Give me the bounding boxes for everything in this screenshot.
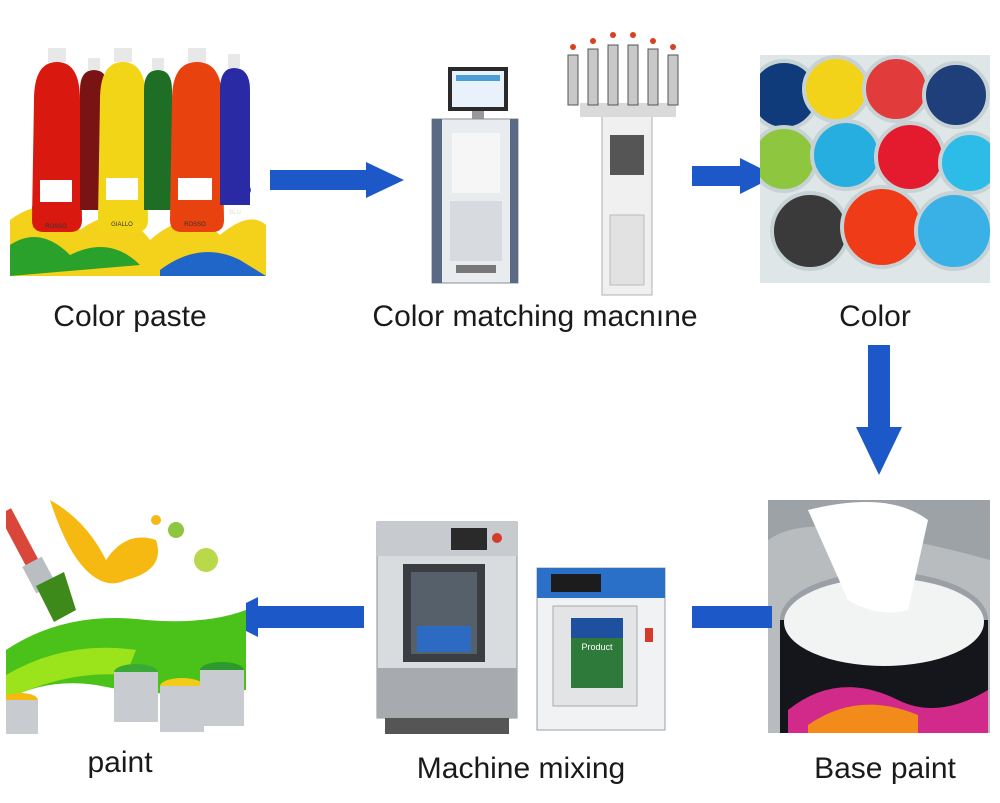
mixing-machines-image: Product (375, 518, 667, 736)
arrow-left-segment-icon (692, 606, 772, 628)
arrow-down-icon (856, 345, 902, 475)
arrow-right-icon (270, 162, 404, 198)
paint-can-icon (160, 678, 204, 732)
color-cups-image (760, 55, 990, 283)
step-label-color-matching-machine: Color matching macnıne (372, 300, 698, 333)
paint-can-icon (200, 662, 244, 726)
orange-bottle-icon (170, 48, 224, 232)
base-paint-can-image (768, 500, 990, 733)
bottle-label: ROSSO (184, 222, 206, 228)
paint-can-icon (114, 664, 158, 722)
bottle-label: GIALLO (111, 222, 133, 228)
can-text: Product (581, 642, 613, 652)
bottle-label: ROSSO (45, 224, 67, 230)
step-label-paint: paint (87, 746, 153, 779)
step-label-machine-mixing: Machine mixing (416, 752, 626, 785)
arrow-right-icon (692, 158, 776, 194)
green-bottle-icon (144, 58, 172, 210)
color-paste-image: ROSSO GIALLO ROSSO BLU (10, 40, 266, 276)
yellow-bottle-icon (98, 48, 148, 232)
blue-bottle-icon (220, 54, 250, 205)
step-label-color: Color (839, 300, 911, 333)
paint-brush-image (6, 500, 246, 734)
color-matching-machine-image (420, 15, 700, 300)
red-bottle-icon (32, 48, 82, 232)
paint-can-icon (6, 693, 38, 734)
step-label-base-paint: Base paint (814, 752, 956, 785)
bottle-label: BLU (229, 210, 241, 216)
arrow-left-icon (218, 597, 364, 637)
step-label-color-paste: Color paste (53, 300, 207, 333)
